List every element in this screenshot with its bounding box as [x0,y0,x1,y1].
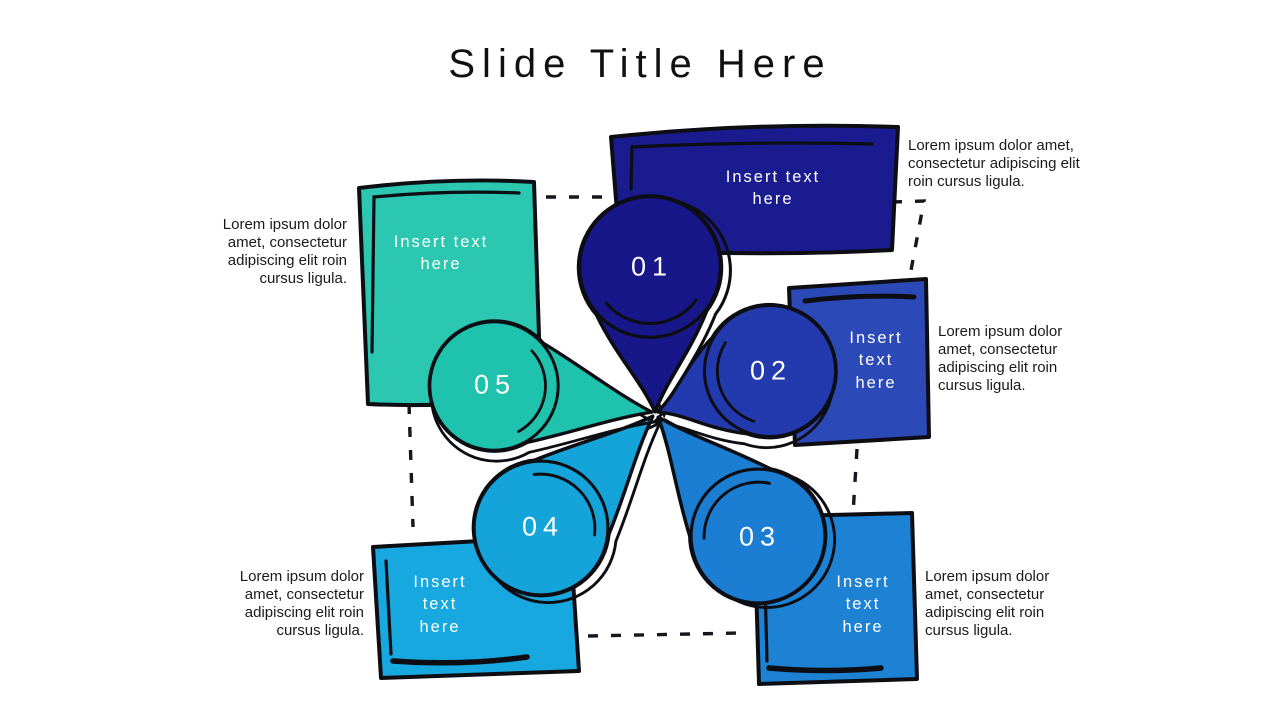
description-02: Lorem ipsum dolor amet, consectetur adip… [938,323,1063,395]
petal-05-circle-outline [428,320,560,452]
card-02-placeholder-text: Insert text here [849,329,903,392]
description-05: Lorem ipsum dolor amet, consectetur adip… [222,216,347,288]
dashed-connector-right [851,448,859,515]
petal-05 [427,319,654,453]
card-sketch-lines [370,141,917,674]
petal-02 [655,302,838,440]
petal-01-accent-arc [604,298,698,325]
dashed-connector-top-right [891,199,927,282]
petal-03-number: 03 [738,521,782,552]
petal-01-circle-outline [577,194,723,340]
petal-02-circle-outline [702,303,838,439]
dashed-connectors [407,195,927,638]
card-03-sketch-line-bottom [766,665,884,674]
card-04-sketch-line-left [384,559,393,656]
card-01-placeholder-text: Insert text here [725,168,821,209]
dashed-connector-bottom [587,631,742,638]
description-04: Lorem ipsum dolor amet, consectetur adip… [239,568,364,640]
petal-02-number: 02 [749,355,793,386]
card-04-sketch-line-bottom [390,654,530,666]
slide-title: Slide Title Here [448,42,832,86]
petal-03-circle-outline [689,467,827,605]
petal-04-number: 04 [521,511,565,542]
petal-01 [576,194,724,414]
card-03-placeholder-text: Insert text here [836,573,890,636]
petal-04 [471,414,655,598]
petal-05-number: 05 [473,369,517,400]
description-03: Lorem ipsum dolor amet, consectetur adip… [925,568,1050,640]
petal-04-circle-outline [472,459,610,597]
dashed-connector-left [407,403,415,528]
petal-01-number: 01 [630,251,674,282]
petal-03-accent-arc [702,480,771,540]
petal-03 [656,415,828,606]
petal-02-accent-arc [715,341,756,423]
description-01: Lorem ipsum dolor amet, consectetur adip… [908,137,1080,191]
card-05-sketch-line [370,190,521,354]
card-05-placeholder-text: Insert text here [393,233,489,274]
card-02-sketch-line [802,293,917,304]
card-04-placeholder-text: Insert text here [413,573,467,636]
petal-04-accent-arc [532,472,597,537]
petal-05-accent-arc [517,349,547,433]
card-01-sketch-line [629,141,874,191]
